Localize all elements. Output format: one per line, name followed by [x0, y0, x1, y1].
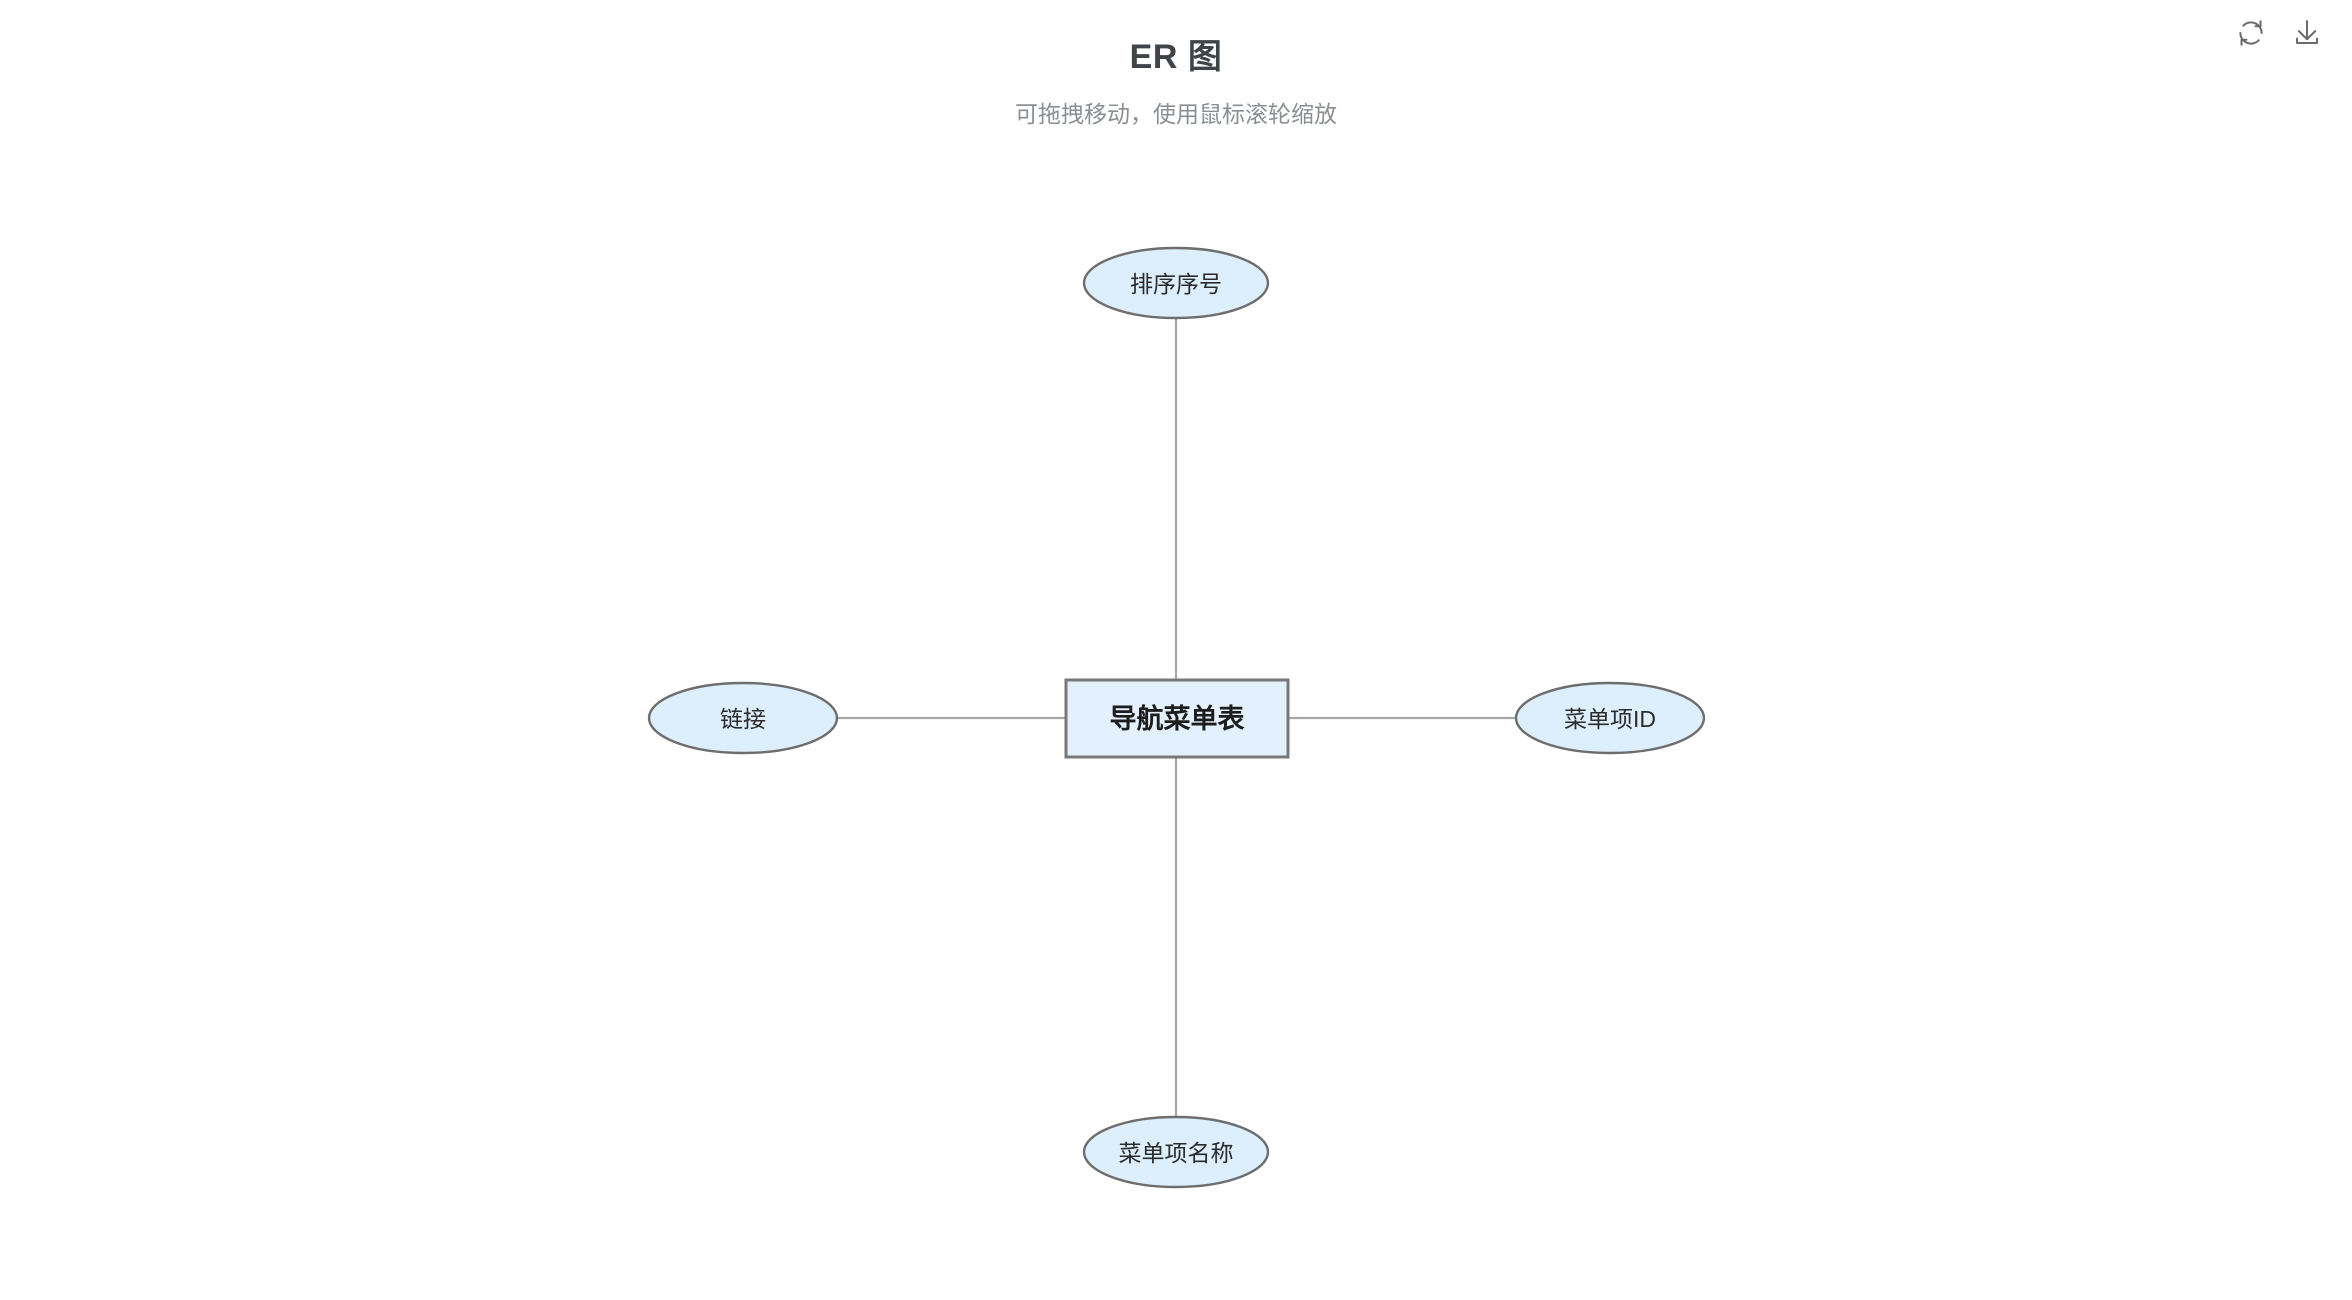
attribute-node-sort-order[interactable]: 排序序号: [1082, 246, 1270, 320]
edges-layer: [837, 318, 1516, 1117]
refresh-icon: [2236, 18, 2266, 48]
entity-label: 导航菜单表: [1110, 703, 1245, 734]
toolbar: [2232, 14, 2326, 52]
attribute-label: 菜单项ID: [1564, 706, 1656, 732]
download-button[interactable]: [2288, 14, 2326, 52]
attribute-node-menu-item-name[interactable]: 菜单项名称: [1082, 1115, 1270, 1189]
reset-view-button[interactable]: [2232, 14, 2270, 52]
download-icon: [2292, 18, 2322, 48]
attribute-label: 链接: [720, 706, 766, 732]
entity-node-nav-menu-table[interactable]: 导航菜单表: [1064, 678, 1290, 759]
attribute-label: 排序序号: [1130, 271, 1222, 297]
attribute-node-link[interactable]: 链接: [647, 681, 839, 755]
attribute-label: 菜单项名称: [1119, 1140, 1234, 1166]
attribute-ellipse[interactable]: [1514, 681, 1706, 755]
attribute-ellipse[interactable]: [647, 681, 839, 755]
entity-rectangle[interactable]: [1064, 678, 1290, 759]
attribute-ellipse[interactable]: [1082, 1115, 1270, 1189]
attribute-node-menu-item-id[interactable]: 菜单项ID: [1514, 681, 1706, 755]
attribute-ellipse[interactable]: [1082, 246, 1270, 320]
